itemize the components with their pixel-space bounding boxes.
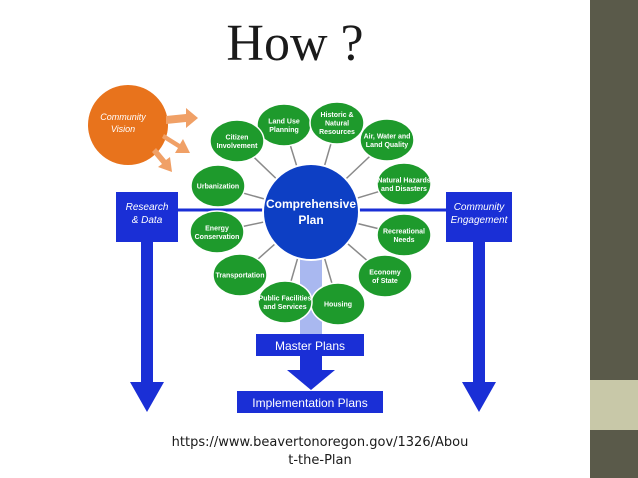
slide-title: How ? <box>226 15 364 72</box>
plan-element-label: Citizen <box>226 134 249 141</box>
plan-element-label: and Disasters <box>381 186 427 193</box>
plan-element-ellipse <box>190 164 246 208</box>
plan-element-label: Conservation <box>195 234 240 241</box>
community-vision-circle <box>88 85 168 165</box>
plan-element-ellipse <box>376 213 432 257</box>
implementation-plans-box <box>237 391 383 413</box>
comprehensive-plan-diagram: Research & Data Community Engagement Com… <box>88 85 512 413</box>
research-data-box <box>116 192 178 242</box>
plan-element-ellipse <box>212 253 268 297</box>
community-engagement-label-1: Community <box>454 202 506 213</box>
plan-element-label: Recreational <box>383 228 425 235</box>
vision-arrow-3 <box>152 148 172 172</box>
comprehensive-plan-label-1: Comprehensive <box>266 197 356 211</box>
left-down-arrow <box>130 242 164 412</box>
plan-element-label: Historic & <box>320 112 353 119</box>
master-to-implementation-arrow <box>287 356 335 390</box>
research-data-label-2: & Data <box>132 215 163 226</box>
plan-element-node: Transportation <box>212 253 268 297</box>
research-data-label-1: Research <box>126 202 169 213</box>
plan-element-ellipse <box>257 280 313 324</box>
plan-element-label: Natural <box>325 121 349 128</box>
plan-element-ellipse <box>376 162 432 206</box>
plan-element-ellipse <box>189 210 245 254</box>
plan-element-node: Public Facilities and Services <box>257 280 313 324</box>
community-vision-label-2: Vision <box>111 124 135 134</box>
plan-element-label: Natural Hazards <box>377 177 430 184</box>
source-url-line-1: https://www.beavertonoregon.gov/1326/Abo… <box>171 435 469 450</box>
plan-element-node: Natural Hazards and Disasters <box>376 162 432 206</box>
plan-element-label: Land Use <box>268 118 300 125</box>
comprehensive-plan-label-2: Plan <box>298 213 323 227</box>
plan-element-label: Housing <box>324 302 352 309</box>
plan-element-label: Resources <box>319 129 355 136</box>
plan-element-label: and Services <box>263 304 306 311</box>
plan-element-label: Land Quality <box>366 142 409 149</box>
plan-element-label: Economy <box>369 269 401 276</box>
plan-element-ellipse <box>357 254 413 298</box>
right-down-arrow <box>462 242 496 412</box>
plan-element-node: Urbanization <box>190 164 246 208</box>
master-plans-label: Master Plans <box>275 339 345 353</box>
community-vision-label-1: Community <box>100 112 146 122</box>
plan-element-label: Energy <box>205 225 229 232</box>
plan-element-node: Economy of State <box>357 254 413 298</box>
plan-element-label: Transportation <box>215 273 264 280</box>
plan-element-label: Urbanization <box>197 184 239 191</box>
plan-element-ellipse <box>209 119 265 163</box>
community-engagement-label-2: Engagement <box>451 215 509 226</box>
plan-element-node: Housing <box>310 282 366 326</box>
master-plans-box <box>256 334 364 356</box>
vision-arrow-1 <box>166 108 198 128</box>
plan-element-label: Air, Water and <box>364 133 411 140</box>
plan-element-label: Planning <box>269 127 299 134</box>
source-url-line-2: t-the-Plan <box>288 453 352 468</box>
comprehensive-plan-circle <box>262 163 360 261</box>
side-bar-accent <box>590 380 638 430</box>
plan-element-label: Needs <box>393 237 414 244</box>
plan-element-label: Involvement <box>217 143 259 150</box>
plan-element-ellipse <box>309 101 365 145</box>
community-engagement-box <box>446 192 512 242</box>
plan-element-label: Public Facilities <box>259 295 312 302</box>
plan-element-ellipse <box>359 118 415 162</box>
plan-element-label: of State <box>372 278 398 285</box>
implementation-plans-label: Implementation Plans <box>252 396 367 410</box>
vision-arrow-2 <box>162 134 190 153</box>
source-url: https://www.beavertonoregon.gov/1326/Abo… <box>150 434 490 470</box>
